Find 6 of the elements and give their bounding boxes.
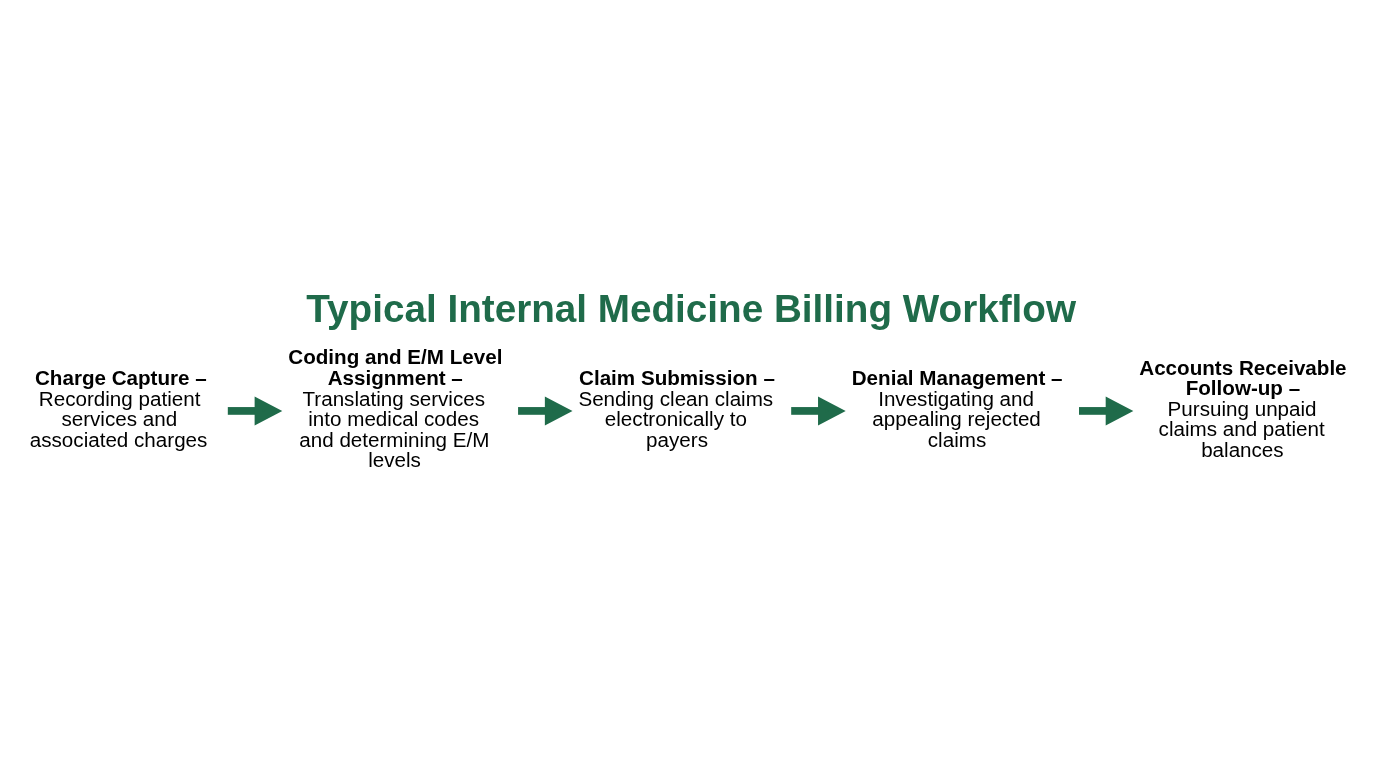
node-text: Charge Capture – Recording patient services and associated charges (29, 365, 208, 451)
node-text: Denial Management – Investigating and appealing rejected claims (851, 365, 1063, 451)
node-text: Accounts Receivable Follow-up – Pursuing unpaid claims and patient balances (1139, 355, 1347, 461)
node-text: Coding and E/M Level Assignment – Translating services into medical codes and determining E/M levels (288, 344, 503, 471)
diagram-title: Typical Internal Medicine Billing Workflow (306, 286, 1077, 330)
node-text: Claim Submission – Sending clean claims electronically to payers (578, 365, 775, 451)
